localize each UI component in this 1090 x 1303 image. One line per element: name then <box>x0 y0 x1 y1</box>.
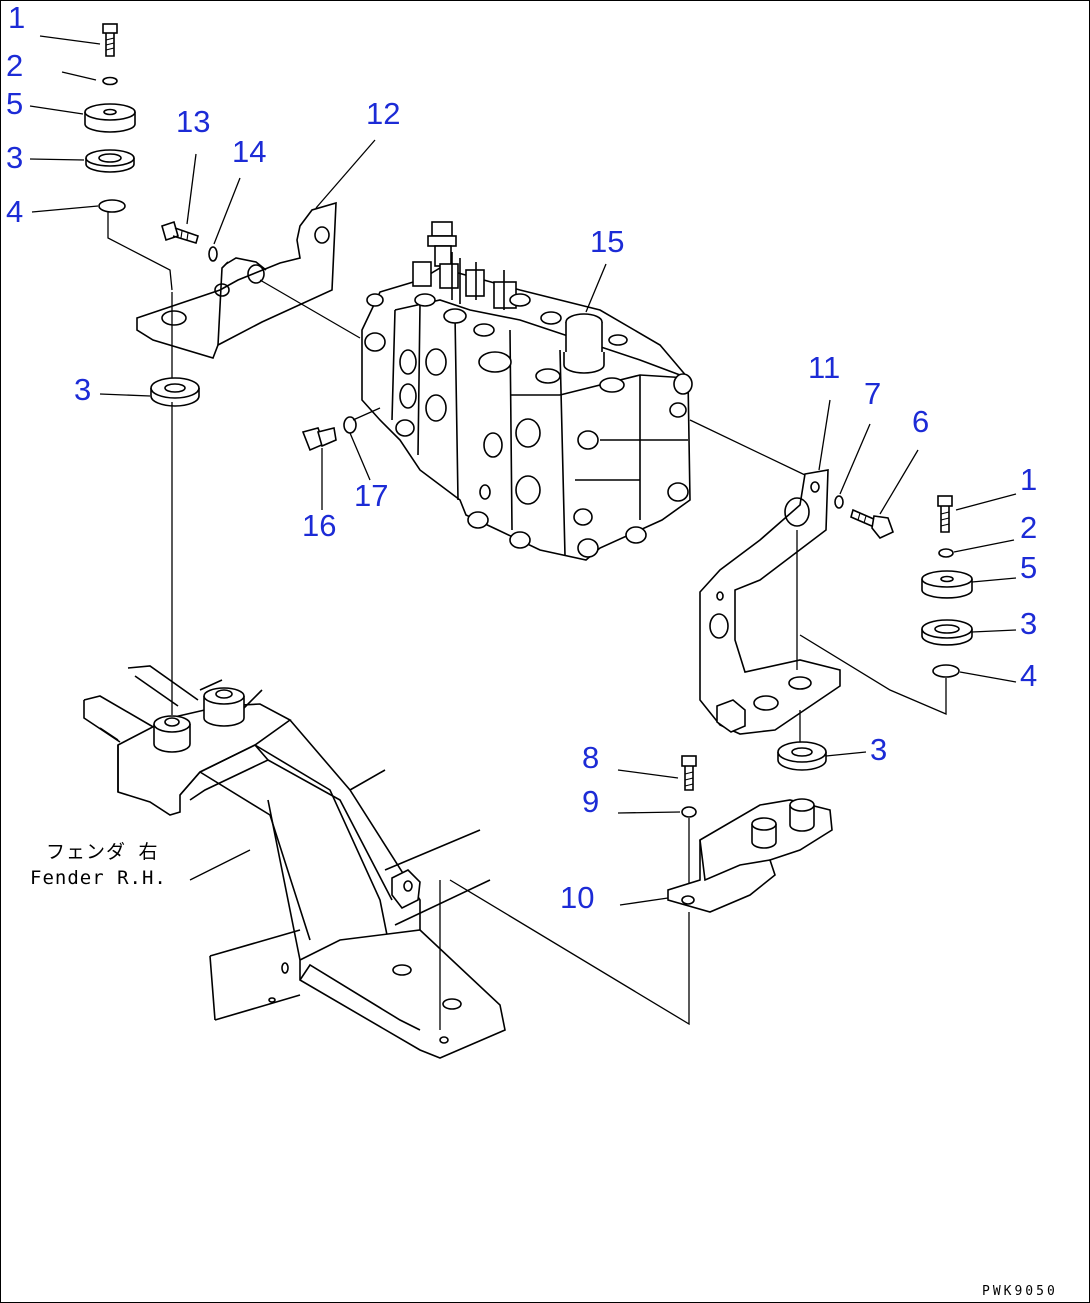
drawing-code: PWK9050 <box>982 1284 1058 1299</box>
callout-11: 11 <box>808 350 841 385</box>
washer-7 <box>834 495 844 509</box>
callout-6: 6 <box>912 404 930 439</box>
cushion-right <box>921 570 973 599</box>
bracket-upper-left <box>136 201 337 359</box>
callout-1-right: 1 <box>1020 462 1038 497</box>
plug-16 <box>301 427 337 452</box>
callout-12: 12 <box>366 96 401 131</box>
washer-9 <box>681 806 697 818</box>
frame-structure <box>83 665 506 1059</box>
ring-right <box>932 664 960 678</box>
callout-2-top: 2 <box>6 48 24 83</box>
callout-16: 16 <box>302 508 337 543</box>
callout-5-right: 5 <box>1020 550 1038 585</box>
bolt-8 <box>681 755 697 791</box>
ring-top-left <box>98 199 126 213</box>
cushion-top-left <box>84 103 136 133</box>
washer-lower-right <box>777 741 827 771</box>
callout-14: 14 <box>232 134 267 169</box>
fender-note-english: Fender R.H. <box>30 867 167 889</box>
bolt-right <box>937 495 953 533</box>
callout-2-right: 2 <box>1020 510 1038 545</box>
callout-3-lower: 3 <box>870 732 888 767</box>
washer-left <box>150 377 200 407</box>
bolt-13 <box>161 220 199 245</box>
callout-3-left: 3 <box>74 372 92 407</box>
callout-1-top: 1 <box>8 0 26 35</box>
bracket-right <box>699 469 841 735</box>
washer-right <box>921 619 973 646</box>
callout-4-top: 4 <box>6 194 24 229</box>
washer-top-left <box>85 149 135 173</box>
control-valve <box>361 221 693 561</box>
callout-4-right: 4 <box>1020 658 1038 693</box>
callout-8: 8 <box>582 740 600 775</box>
washer-14 <box>208 246 218 262</box>
callout-5-top: 5 <box>6 86 24 121</box>
bolt-top-left <box>102 23 118 57</box>
callout-13: 13 <box>176 104 211 139</box>
bolt-6 <box>850 508 894 539</box>
bracket-lower-right <box>667 798 833 913</box>
callout-10: 10 <box>560 880 595 915</box>
callout-17: 17 <box>354 478 389 513</box>
lock-washer-right <box>938 548 954 558</box>
callout-15: 15 <box>590 224 625 259</box>
fender-note-japanese: フェンダ 右 <box>46 841 159 863</box>
callout-9: 9 <box>582 784 600 819</box>
callout-7: 7 <box>864 376 882 411</box>
callout-3-right: 3 <box>1020 606 1038 641</box>
callout-3-top: 3 <box>6 140 24 175</box>
lock-washer-top-left <box>102 76 118 86</box>
